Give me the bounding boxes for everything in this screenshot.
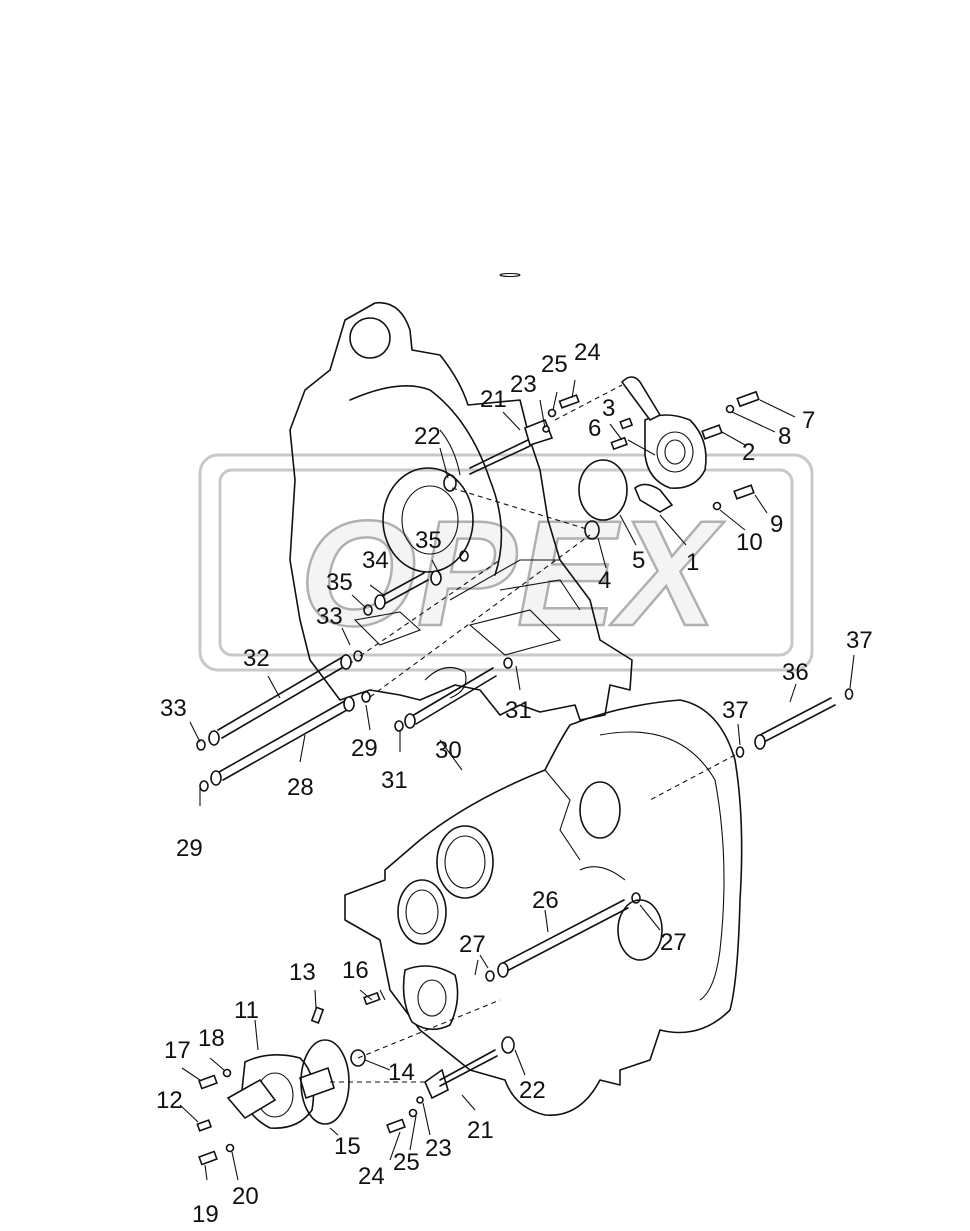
label-9: 9 [770, 511, 783, 538]
callout-labels: 1 2 3 4 5 6 7 8 9 10 11 12 13 14 15 16 1… [156, 339, 873, 1228]
label-26: 26 [532, 887, 559, 914]
label-25-top: 25 [541, 351, 568, 378]
label-28: 28 [287, 774, 314, 801]
label-7: 7 [802, 407, 815, 434]
watermark-text: OPEX [300, 489, 725, 657]
lower-housing [344, 699, 743, 1116]
right-pipe [649, 654, 855, 801]
label-22-top: 22 [414, 423, 441, 450]
label-31-right: 31 [505, 697, 532, 724]
label-21-bottom: 21 [467, 1117, 494, 1144]
middle-pipes [189, 534, 591, 806]
label-27-left: 27 [459, 931, 486, 958]
label-1: 1 [686, 549, 699, 576]
watermark: OPEX [198, 453, 814, 672]
label-4: 4 [598, 567, 611, 594]
label-11: 11 [234, 997, 259, 1024]
label-14: 14 [388, 1059, 415, 1086]
label-37-right: 37 [846, 627, 873, 654]
upper-housing [289, 272, 633, 721]
label-23-bottom: 23 [425, 1135, 452, 1162]
label-37-left: 37 [722, 697, 749, 724]
label-10: 10 [736, 529, 763, 556]
upper-filter-assembly [439, 376, 796, 569]
label-32: 32 [243, 645, 270, 672]
label-19: 19 [192, 1201, 219, 1226]
label-18: 18 [198, 1025, 225, 1052]
label-29-left: 29 [176, 835, 203, 862]
label-33-mid: 33 [316, 603, 343, 630]
label-16: 16 [342, 957, 369, 984]
label-22-bottom: 22 [519, 1077, 546, 1104]
label-23-top: 23 [510, 371, 537, 398]
label-8: 8 [778, 423, 791, 450]
label-13: 13 [289, 959, 316, 986]
lower-filter-assembly [179, 959, 526, 1181]
label-24-top: 24 [574, 339, 601, 366]
label-15: 15 [334, 1133, 361, 1160]
label-6: 6 [588, 415, 601, 442]
lower-pipe [479, 892, 661, 982]
label-12: 12 [156, 1087, 183, 1114]
label-21-top: 21 [480, 386, 507, 413]
label-34: 34 [362, 547, 389, 574]
label-5: 5 [632, 547, 645, 574]
label-25-bottom: 25 [393, 1149, 420, 1176]
label-35-left: 35 [326, 569, 353, 596]
label-27-right: 27 [660, 929, 687, 956]
label-30: 30 [435, 737, 462, 764]
label-3: 3 [602, 395, 615, 422]
label-35-right: 35 [415, 527, 442, 554]
label-24-bottom: 24 [358, 1163, 385, 1190]
label-31-left: 31 [381, 767, 408, 794]
label-17: 17 [164, 1037, 191, 1064]
label-33-left: 33 [160, 695, 187, 722]
label-36: 36 [782, 659, 809, 686]
label-2: 2 [742, 439, 755, 466]
label-20: 20 [232, 1183, 259, 1210]
label-29-mid: 29 [351, 735, 378, 762]
